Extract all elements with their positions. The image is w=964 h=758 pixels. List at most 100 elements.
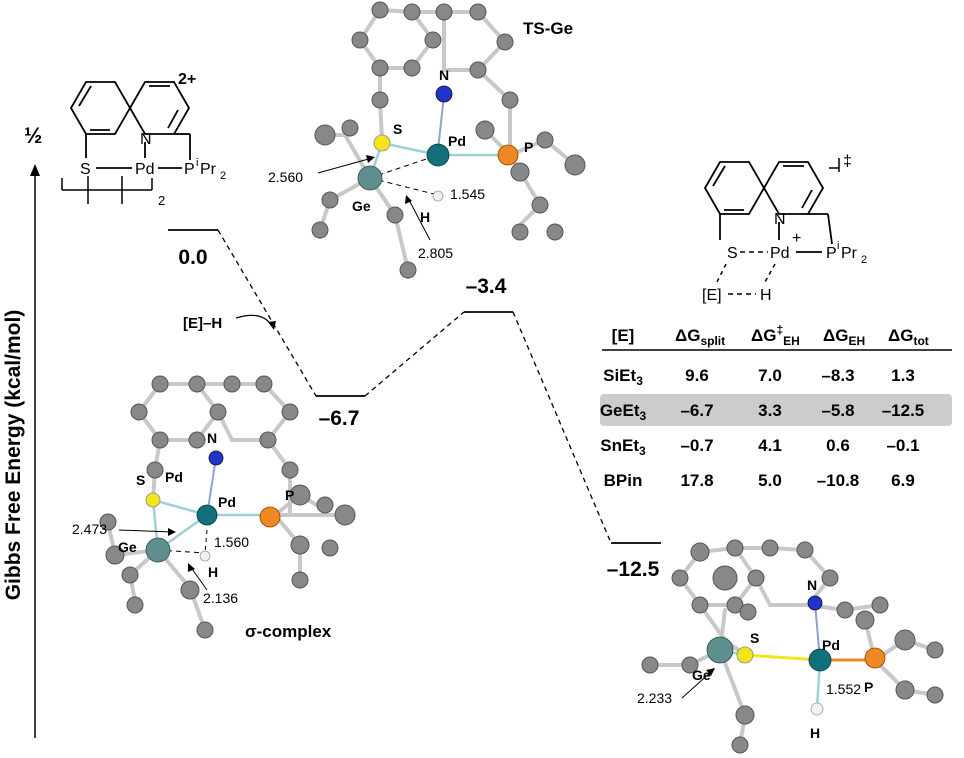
sigma-geometry: N Pd S Pd P Ge H 2.473 1.560 2.136 σ-com…	[72, 375, 356, 641]
ts-dist-1: 2.560	[268, 169, 303, 185]
table-cell-3-2: –10.8	[817, 471, 860, 490]
ts-struct-Pd: Pd	[770, 245, 790, 262]
table-highlight	[600, 394, 952, 426]
sigma-dist-2: 1.560	[214, 534, 249, 550]
sigma-S-atom	[145, 492, 161, 508]
product-Ge-atom	[706, 636, 734, 664]
connector-1	[217, 229, 317, 397]
dimer-N: N	[140, 131, 152, 148]
dimer-charge: 2+	[178, 71, 196, 88]
ts-dist-3: 2.805	[418, 245, 453, 261]
sigma-dist-3: 2.136	[203, 590, 238, 606]
table-header-E: [E]	[612, 326, 635, 345]
sigma-Pd-atom	[196, 504, 218, 526]
table-cell-1-1: 3.3	[758, 401, 782, 420]
ts-struct-E: [E]	[702, 287, 722, 304]
ts-N-atom	[435, 85, 453, 103]
connector-2	[364, 311, 465, 397]
ts-struct-H: H	[760, 287, 772, 304]
sigma-Pd: Pd	[218, 494, 236, 510]
dimer-P: P	[184, 161, 195, 178]
table-cell-2-1: 4.1	[758, 436, 782, 455]
sigma-dist-1: 2.473	[72, 521, 107, 537]
table-row-1-label: GeEt3	[600, 401, 647, 423]
ts-Ge-atom	[357, 165, 383, 191]
table-cell-1-2: –5.8	[821, 401, 854, 420]
ts-struct-plus: +	[792, 230, 801, 247]
product-P-atom	[864, 647, 886, 669]
ts-S: S	[393, 121, 402, 137]
table-row-3-label: BPin	[604, 471, 643, 490]
product-dist-1: 2.233	[637, 690, 672, 706]
sigma-P: P	[285, 487, 294, 503]
ts-struct-Pr-sub: 2	[861, 254, 867, 266]
ts-S-atom	[373, 134, 391, 152]
table-row-0-label: SiEt3	[603, 366, 643, 388]
product-Ge: Ge	[692, 667, 711, 683]
dimer-subscript: 2	[158, 193, 165, 208]
product-H-atom	[810, 702, 824, 716]
table-cell-1-3: –12.5	[882, 401, 925, 420]
table-cell-2-2: 0.6	[826, 436, 850, 455]
ts-struct-charge: ‡	[843, 153, 852, 170]
table-row-2-label: SnEt3	[600, 436, 646, 458]
ts-Pd: Pd	[448, 133, 466, 149]
product-H: H	[810, 725, 820, 741]
ts-N: N	[439, 67, 449, 83]
level-value-reactant: 0.0	[178, 246, 207, 269]
table-cell-1-0: –6.7	[680, 401, 713, 420]
ts-H: H	[420, 209, 430, 225]
ts-Pd-atom	[426, 143, 450, 167]
ts-struct-P: P	[826, 245, 837, 262]
connector-3	[512, 311, 612, 544]
table-cell-0-1: 7.0	[758, 366, 782, 385]
sigma-label: σ-complex	[245, 622, 332, 641]
table-cell-3-1: 5.0	[758, 471, 782, 490]
ts-P-atom	[497, 144, 519, 166]
dimer-sup-i: i	[196, 157, 198, 169]
table-cell-0-0: 9.6	[685, 366, 709, 385]
ts-Ge: Ge	[352, 198, 371, 214]
ts-label: TS-Ge	[523, 19, 573, 38]
ts-H-atom	[432, 190, 444, 202]
level-value-ts: –3.4	[466, 275, 507, 298]
table-cell-2-0: –0.7	[680, 436, 713, 455]
product-dist-2: 1.552	[826, 681, 861, 697]
product-geometry: N S Pd P Ge H 2.233 1.552	[637, 539, 944, 754]
dimer-structure: N S Pd P i Pr 2 2+ 2	[61, 71, 226, 208]
level-value-sigma: –6.7	[319, 407, 360, 430]
product-S: S	[750, 630, 759, 646]
y-axis: Gibbs Free Energy (kcal/mol) ½	[2, 123, 42, 738]
reagent-arrow	[235, 314, 273, 327]
ts-struct-N-label: N	[774, 211, 786, 228]
sigma-N-atom	[208, 450, 224, 466]
product-N: N	[807, 577, 817, 593]
dimer-S: S	[80, 161, 91, 178]
table-cell-3-0: 17.8	[680, 471, 713, 490]
table-header-EH: ΔGEH	[823, 326, 865, 348]
table-cell-3-3: 6.9	[891, 471, 915, 490]
dimer-Pr-sub: 2	[220, 170, 226, 182]
table-header-split: ΔGsplit	[675, 326, 725, 348]
ts-structure: N S Pd + P i Pr 2 [E] H ‡	[702, 153, 867, 304]
y-axis-label: Gibbs Free Energy (kcal/mol)	[2, 310, 25, 601]
ts-struct-sup-i: i	[837, 240, 839, 252]
ts-dist-2: 1.545	[450, 186, 485, 202]
ts-P: P	[524, 139, 533, 155]
sigma-S: S	[136, 472, 145, 488]
sigma-Pd-top: Pd	[165, 469, 183, 485]
dimer-Pr: Pr	[200, 161, 217, 178]
sigma-P-atom	[259, 506, 281, 528]
sigma-Ge: Ge	[118, 539, 137, 555]
table-cell-2-3: –0.1	[886, 436, 919, 455]
table-cell-0-2: –8.3	[821, 366, 854, 385]
ts-geometry: TS-Ge N S Pd P Ge H 2.560 1.545 2.805	[268, 1, 586, 279]
product-Pd-atom	[808, 648, 832, 672]
product-P: P	[864, 679, 873, 695]
reagent-label: [E]–H	[183, 315, 222, 332]
table-header-tot: ΔGtot	[888, 326, 929, 348]
product-S-atom	[736, 646, 754, 664]
level-value-product: –12.5	[607, 558, 660, 581]
